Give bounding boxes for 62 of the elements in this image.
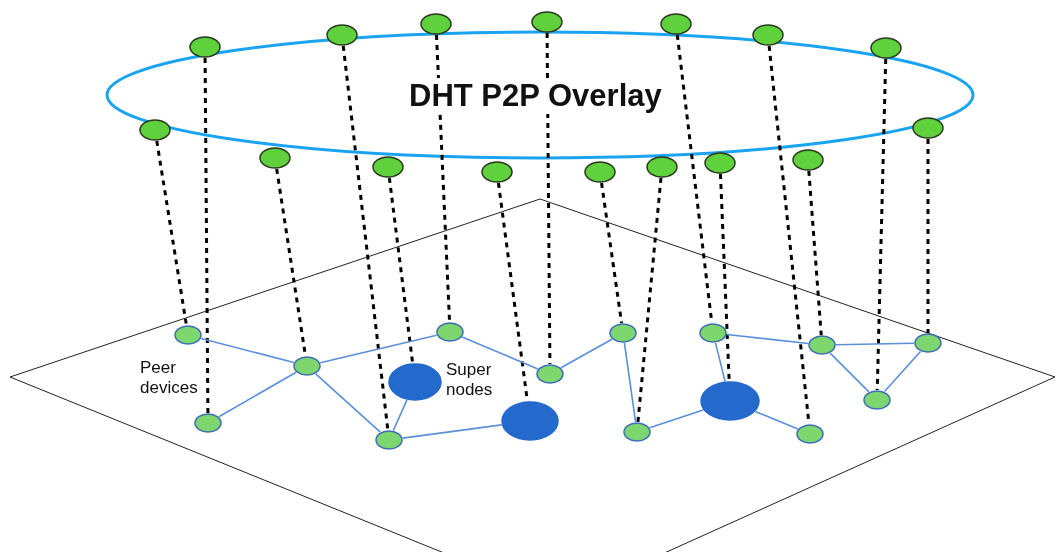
link xyxy=(623,342,637,423)
overlay-peer-node xyxy=(326,24,358,46)
dashed-link xyxy=(875,58,888,391)
caption-text: Super nodes xyxy=(446,360,494,400)
overlay-peer-node xyxy=(646,156,678,178)
overlay-peer-node xyxy=(531,11,563,33)
overlay-peer-node xyxy=(752,24,784,46)
caption-text: Peer devices xyxy=(140,358,199,398)
link xyxy=(714,342,726,383)
link xyxy=(829,352,870,393)
overlay-peer-node xyxy=(870,37,902,59)
peer-device-node xyxy=(536,364,564,384)
super-node xyxy=(700,381,760,421)
dashed-link xyxy=(435,34,452,323)
overlay-peer-node xyxy=(481,161,513,183)
peer-device-node xyxy=(796,424,824,444)
overlay-peer-node xyxy=(792,149,824,171)
dashed-link xyxy=(203,58,210,413)
link xyxy=(835,342,915,346)
dashed-link xyxy=(387,177,415,364)
peer-device-node xyxy=(174,325,202,345)
dashed-link xyxy=(926,139,930,333)
dashed-link xyxy=(600,182,624,324)
overlay-peer-node xyxy=(372,156,404,178)
super-node xyxy=(501,401,559,441)
dashed-link xyxy=(718,173,731,382)
link xyxy=(319,334,438,364)
peer-device-node xyxy=(293,356,321,376)
link xyxy=(392,399,408,432)
dashed-link xyxy=(155,140,188,326)
overlay-peer-node xyxy=(660,13,692,35)
super-node xyxy=(388,363,442,401)
overlay-peer-node xyxy=(420,13,452,35)
peer-device-node xyxy=(699,323,727,343)
link xyxy=(560,338,613,369)
peer-device-node xyxy=(194,413,222,433)
link xyxy=(200,337,295,364)
overlay-peer-node xyxy=(139,119,171,141)
peer-device-node xyxy=(808,335,836,355)
peer-device-node xyxy=(436,322,464,342)
overlay-peer-node xyxy=(189,36,221,58)
link xyxy=(648,409,704,429)
link xyxy=(754,410,799,430)
link xyxy=(314,373,382,433)
dashed-link xyxy=(341,45,390,431)
link xyxy=(401,424,503,439)
peer-device-node xyxy=(623,422,651,442)
peer-device-node xyxy=(609,323,637,343)
link xyxy=(461,336,539,370)
dashed-link xyxy=(545,33,552,364)
overlay-peer-node xyxy=(912,117,944,139)
dashed-link xyxy=(636,177,663,423)
link xyxy=(218,371,297,418)
peer-device-node xyxy=(375,430,403,450)
link xyxy=(883,350,922,393)
peer-device-node xyxy=(863,390,891,410)
link xyxy=(726,333,809,345)
overlay-peer-node xyxy=(584,161,616,183)
overlay-peer-node xyxy=(259,147,291,169)
dashed-link xyxy=(807,170,823,336)
overlay-peer-node xyxy=(704,152,736,174)
peer-device-node xyxy=(914,333,942,353)
